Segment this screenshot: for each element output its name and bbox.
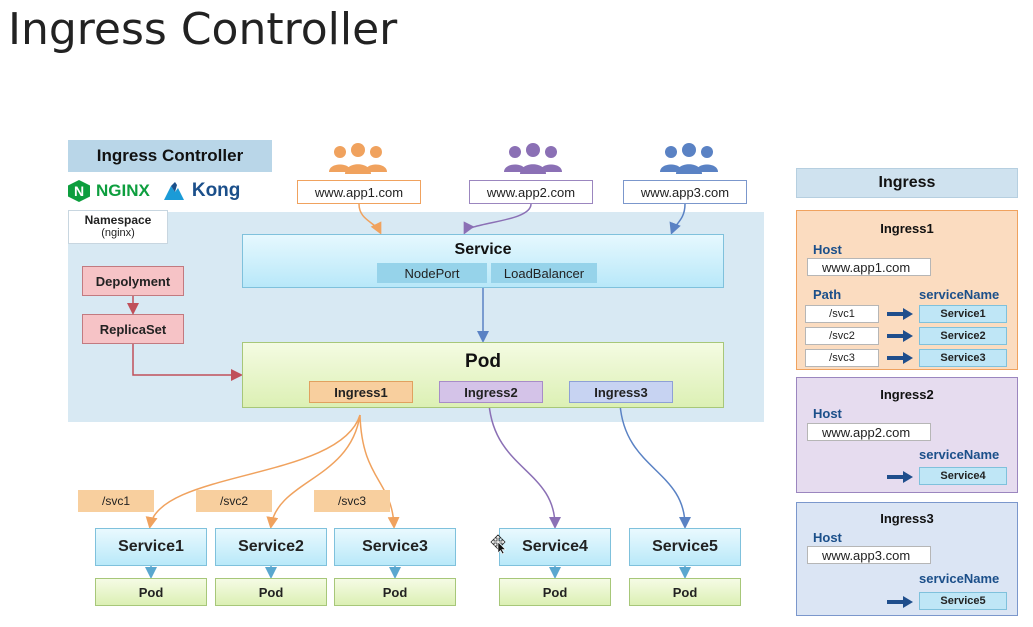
rule-service: Service3: [919, 349, 1007, 367]
host-app2: www.app2.com: [469, 180, 593, 204]
backend-pod: Pod: [95, 578, 207, 606]
backend-service: Service3: [334, 528, 456, 566]
arrow-right-icon: [887, 330, 913, 342]
backend-pod: Pod: [629, 578, 741, 606]
ingress1-tag: Ingress1: [309, 381, 413, 403]
host-label: Host: [813, 530, 842, 545]
nginx-logo: N NGINX: [68, 180, 150, 202]
namespace-value: (nginx): [101, 227, 135, 239]
path-label: /svc1: [78, 490, 154, 512]
backend-service: Service5: [629, 528, 741, 566]
kong-label: Kong: [191, 180, 241, 201]
host-value: www.app3.com: [807, 546, 931, 564]
ingress-card-title: Ingress3: [880, 511, 934, 526]
service-box: Service NodePort LoadBalancer: [242, 234, 724, 288]
deployment-box: Depolyment: [82, 266, 184, 296]
ingress-card: Ingress1 Host www.app1.com Path serviceN…: [796, 210, 1018, 370]
ingress-card: Ingress2 Host www.app2.com serviceName S…: [796, 377, 1018, 493]
path-label: /svc3: [314, 490, 390, 512]
backend-service: Service1: [95, 528, 207, 566]
backend-service: Service4: [499, 528, 611, 566]
kong-logo: Kong: [162, 180, 241, 202]
service-name-label: serviceName: [919, 287, 1000, 302]
rule-service: Service5: [919, 592, 1007, 610]
nginx-icon: N: [68, 180, 90, 202]
namespace-label: Namespace: [84, 213, 152, 227]
backend-service: Service2: [215, 528, 327, 566]
replicaset-box: ReplicaSet: [82, 314, 184, 344]
backend-pod: Pod: [215, 578, 327, 606]
kong-icon: [163, 182, 184, 200]
ingress-panel-header: Ingress: [796, 168, 1018, 198]
ingress3-tag: Ingress3: [569, 381, 673, 403]
controller-pod-box: Pod Ingress1 Ingress2 Ingress3: [242, 342, 724, 408]
arrow-right-icon: [887, 471, 913, 483]
pod-title: Pod: [465, 351, 501, 372]
rule-path: /svc3: [805, 349, 879, 367]
host-app3: www.app3.com: [623, 180, 747, 204]
namespace-box: Namespace (nginx): [68, 210, 168, 244]
rule-service: Service1: [919, 305, 1007, 323]
users-icon: [660, 143, 718, 174]
rule-path: /svc1: [805, 305, 879, 323]
rule-service: Service4: [919, 467, 1007, 485]
path-label: /svc2: [196, 490, 272, 512]
rule-path: /svc2: [805, 327, 879, 345]
ingress-card: Ingress3 Host www.app3.com serviceName S…: [796, 502, 1018, 616]
ingress-card-title: Ingress1: [880, 221, 934, 236]
service-name-label: serviceName: [919, 571, 1000, 586]
arrow-ingress2-to-service4: [488, 403, 561, 529]
arrow-ingress3-to-service5: [619, 403, 691, 529]
ingress-controller-label: Ingress Controller: [68, 140, 272, 172]
nodeport-tag: NodePort: [377, 263, 487, 283]
backend-pod: Pod: [334, 578, 456, 606]
host-value: www.app1.com: [807, 258, 931, 276]
move-cursor-icon: [490, 534, 507, 554]
service-name-label: serviceName: [919, 447, 1000, 462]
host-value: www.app2.com: [807, 423, 931, 441]
host-app1: www.app1.com: [297, 180, 421, 204]
ingress2-tag: Ingress2: [439, 381, 543, 403]
users-icon: [329, 143, 387, 174]
controller-logos: N NGINX Kong: [68, 178, 240, 204]
loadbalancer-tag: LoadBalancer: [491, 263, 597, 283]
host-label: Host: [813, 406, 842, 421]
host-label: Host: [813, 242, 842, 257]
service-title: Service: [454, 241, 512, 258]
arrow-right-icon: [887, 352, 913, 364]
arrow-right-icon: [887, 308, 913, 320]
rule-service: Service2: [919, 327, 1007, 345]
path-label: Path: [813, 287, 842, 302]
page-title: Ingress Controller: [8, 4, 398, 55]
backend-pod: Pod: [499, 578, 611, 606]
users-icon: [504, 143, 562, 174]
arrow-right-icon: [887, 596, 913, 608]
nginx-label: NGINX: [96, 181, 150, 200]
ingress-card-title: Ingress2: [880, 387, 934, 402]
